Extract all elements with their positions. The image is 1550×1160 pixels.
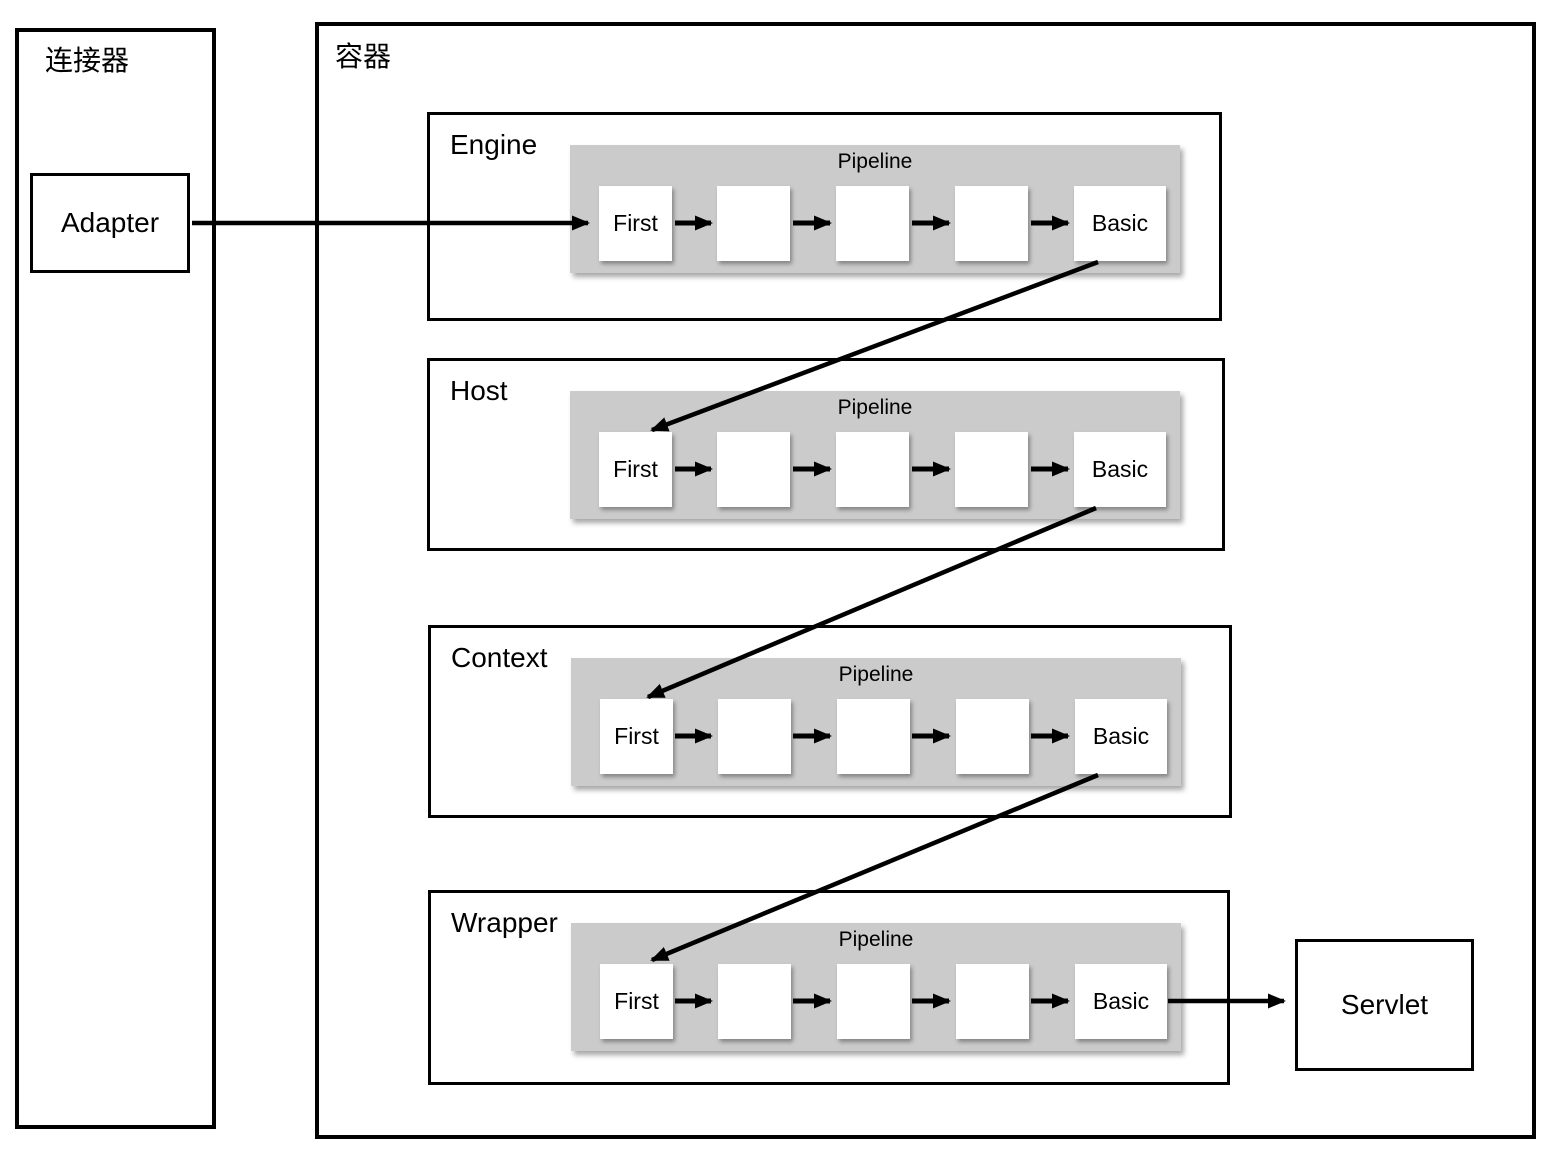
valve-empty <box>717 432 790 507</box>
host-label: Host <box>450 375 508 406</box>
servlet-box: Servlet <box>1295 939 1474 1071</box>
valve-first: First <box>599 186 672 261</box>
valve-basic: Basic <box>1074 186 1166 261</box>
valve-first: First <box>600 699 673 774</box>
valve-empty <box>836 186 909 261</box>
engine-box: Engine Pipeline First Basic <box>427 112 1222 321</box>
valve-empty <box>955 432 1028 507</box>
host-box: Host Pipeline First Basic <box>427 358 1225 551</box>
host-pipeline: Pipeline First Basic <box>570 391 1180 519</box>
valve-basic: Basic <box>1075 964 1167 1039</box>
pipeline-label: Pipeline <box>838 928 914 951</box>
pipeline-label: Pipeline <box>838 663 914 686</box>
valve-empty <box>836 432 909 507</box>
valve-empty <box>956 964 1029 1039</box>
valve-basic: Basic <box>1074 432 1166 507</box>
context-label: Context <box>451 642 548 673</box>
pipeline-label: Pipeline <box>837 396 913 419</box>
container-title: 容器 <box>335 41 392 72</box>
valve-first: First <box>599 432 672 507</box>
context-pipeline: Pipeline First Basic <box>571 658 1181 786</box>
engine-pipeline: Pipeline First Basic <box>570 145 1180 273</box>
valve-first: First <box>600 964 673 1039</box>
wrapper-box: Wrapper Pipeline First Basic <box>428 890 1230 1085</box>
servlet-label: Servlet <box>1340 989 1429 1020</box>
connector-title: 连接器 <box>45 45 130 76</box>
valve-empty <box>717 186 790 261</box>
valve-empty <box>837 699 910 774</box>
valve-empty <box>837 964 910 1039</box>
wrapper-pipeline: Pipeline First Basic <box>571 923 1181 1051</box>
engine-label: Engine <box>450 129 538 160</box>
valve-empty <box>718 964 791 1039</box>
pipeline-label: Pipeline <box>837 150 913 173</box>
adapter-label: Adapter <box>60 207 160 238</box>
valve-basic: Basic <box>1075 699 1167 774</box>
connector-box: 连接器 Adapter <box>15 28 216 1129</box>
valve-empty <box>956 699 1029 774</box>
valve-empty <box>955 186 1028 261</box>
valve-empty <box>718 699 791 774</box>
adapter-box: Adapter <box>30 173 190 273</box>
container-box: 容器 Engine Pipeline First Basic Host Pipe… <box>315 22 1536 1139</box>
wrapper-label: Wrapper <box>451 907 558 938</box>
context-box: Context Pipeline First Basic <box>428 625 1232 818</box>
